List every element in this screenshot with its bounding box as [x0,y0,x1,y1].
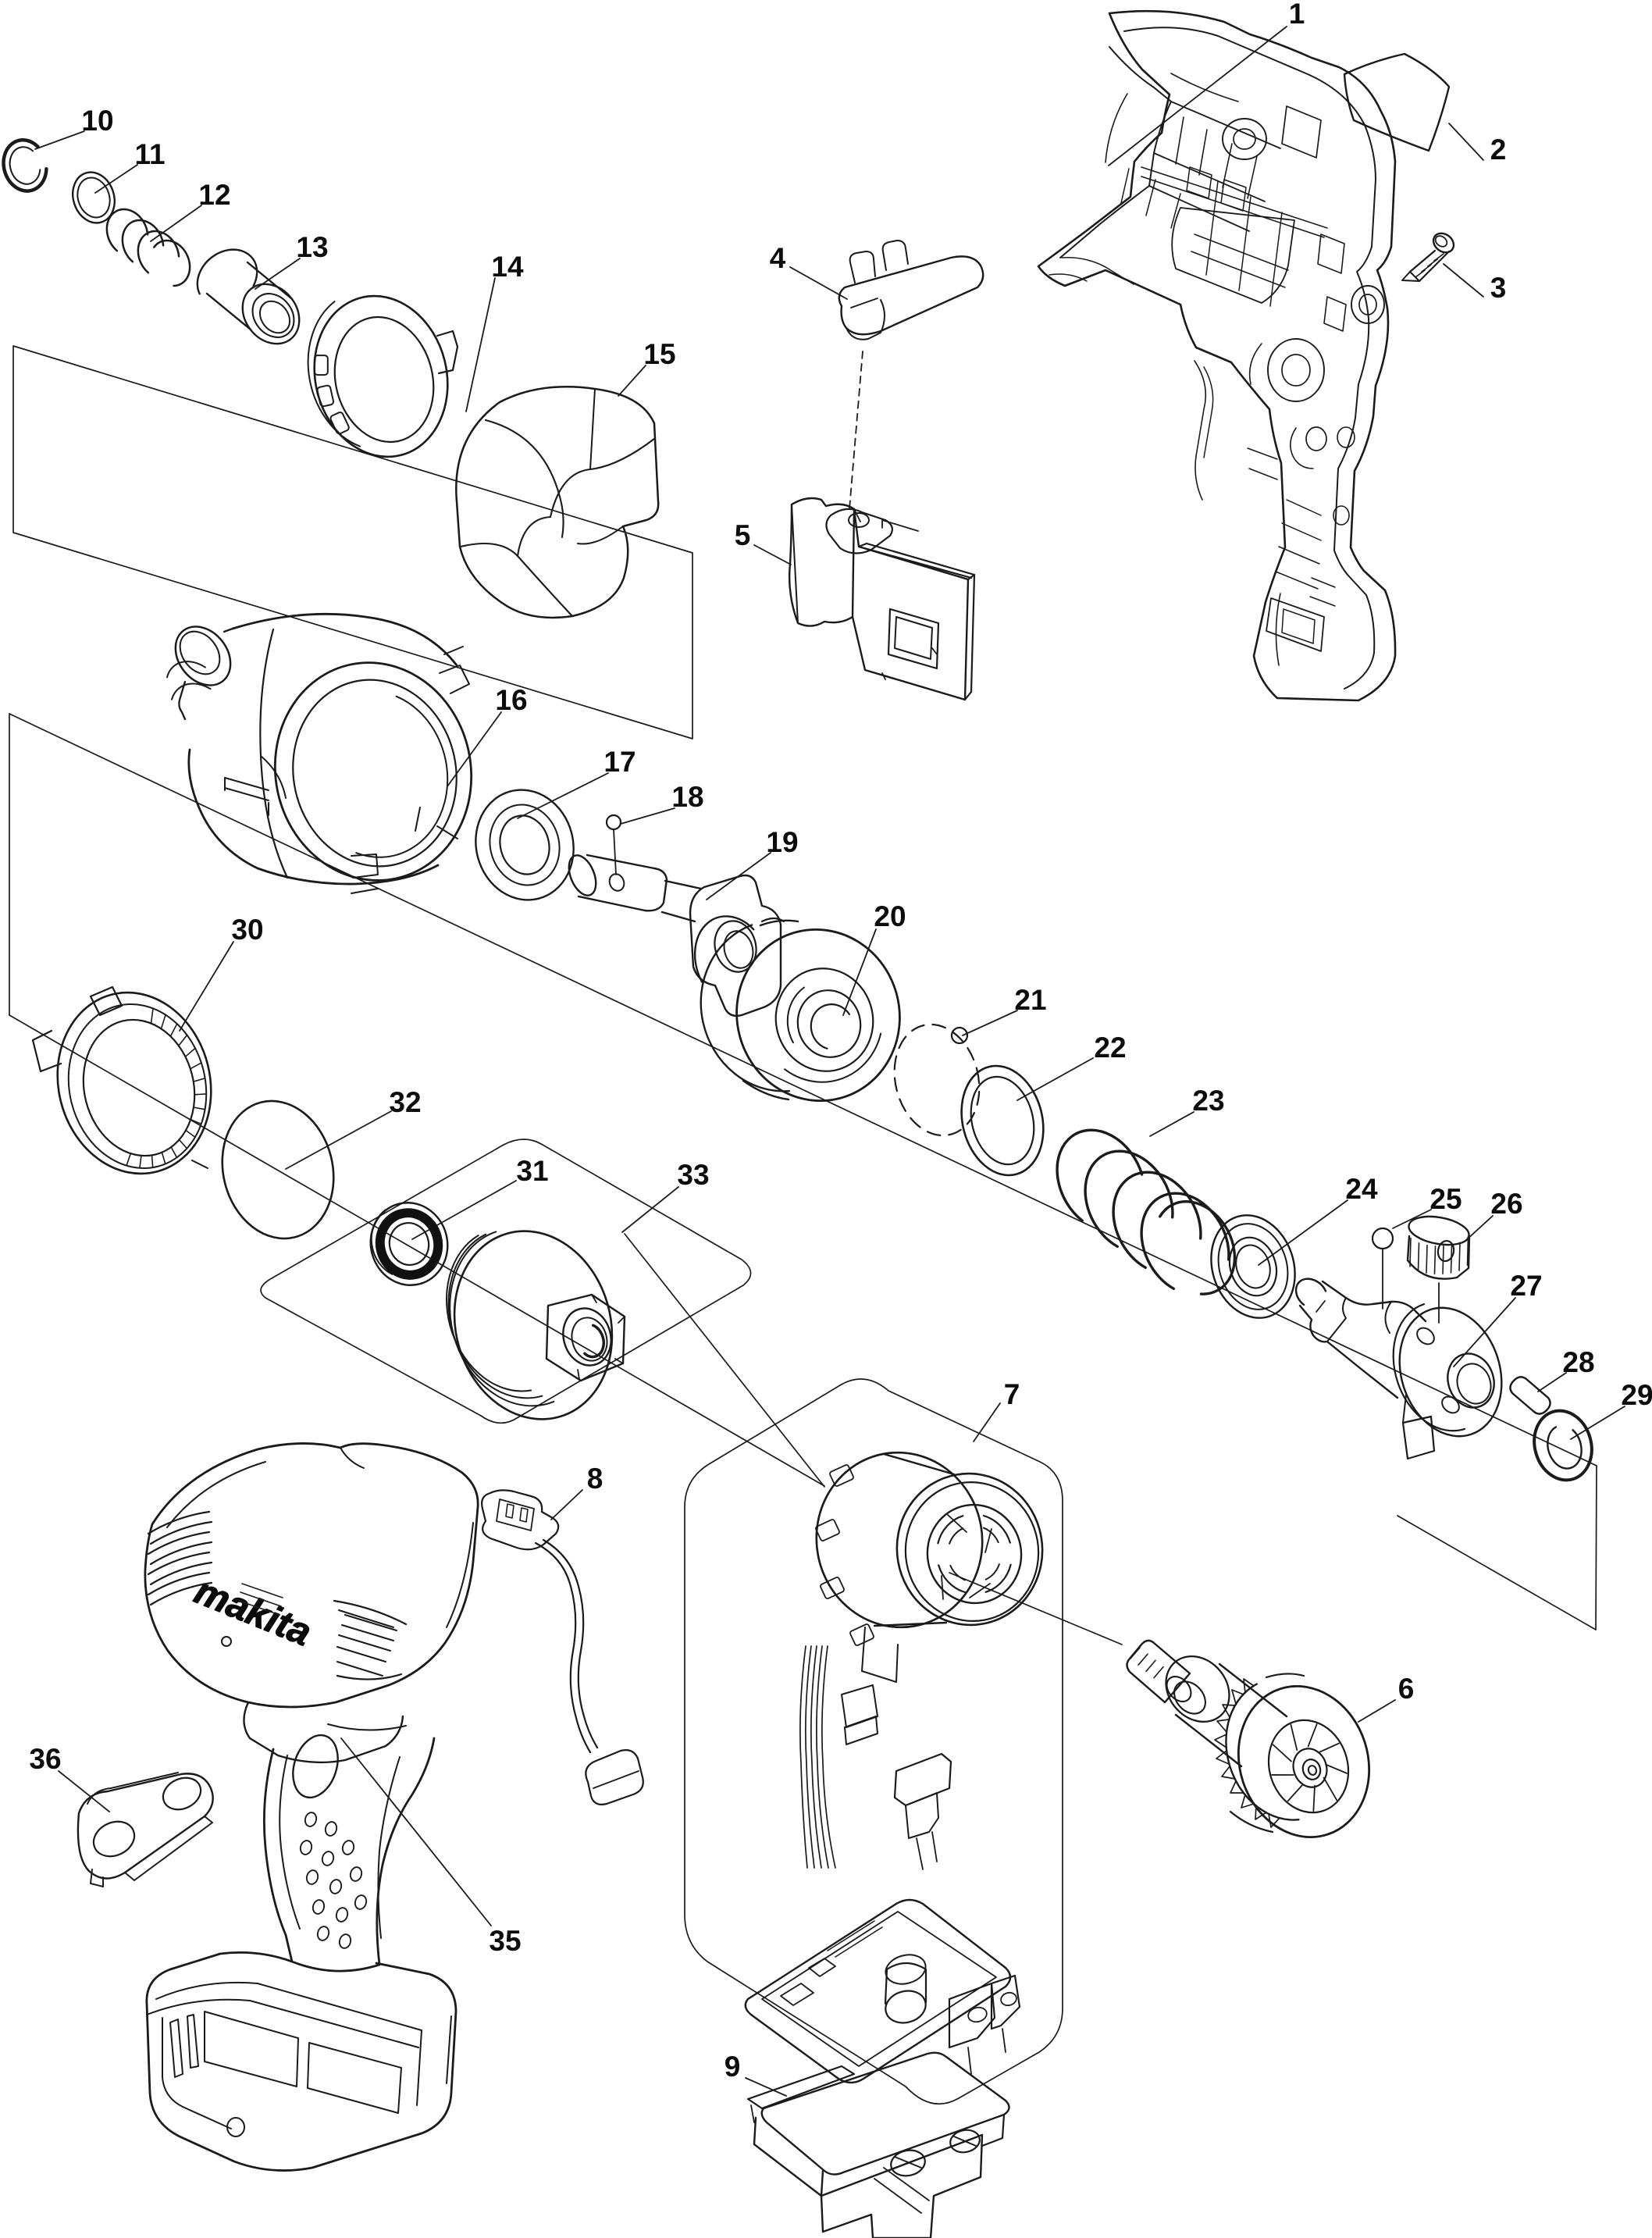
svg-text:4: 4 [770,242,786,274]
svg-text:6: 6 [1398,1673,1415,1705]
svg-text:31: 31 [516,1155,548,1187]
svg-text:1: 1 [1289,0,1305,30]
svg-text:13: 13 [296,231,328,263]
svg-text:14: 14 [491,251,524,283]
svg-text:15: 15 [643,338,675,370]
svg-text:2: 2 [1490,134,1507,166]
svg-text:23: 23 [1192,1085,1224,1117]
svg-text:29: 29 [1621,1379,1652,1411]
svg-text:5: 5 [735,519,751,551]
svg-text:26: 26 [1490,1188,1522,1220]
svg-text:10: 10 [81,105,113,137]
svg-text:27: 27 [1510,1270,1542,1302]
svg-text:12: 12 [198,179,230,211]
svg-text:30: 30 [231,914,263,946]
svg-text:20: 20 [874,900,906,932]
svg-text:18: 18 [671,781,703,813]
svg-text:17: 17 [603,746,636,778]
svg-text:25: 25 [1429,1183,1462,1215]
svg-text:28: 28 [1562,1346,1594,1378]
svg-text:24: 24 [1345,1173,1378,1205]
svg-text:9: 9 [725,2051,741,2083]
svg-text:32: 32 [389,1086,421,1118]
svg-text:16: 16 [495,684,527,716]
svg-text:35: 35 [489,1925,521,1957]
svg-text:22: 22 [1094,1032,1126,1064]
svg-text:8: 8 [587,1463,603,1495]
svg-text:3: 3 [1490,272,1507,304]
svg-text:7: 7 [1004,1378,1020,1410]
svg-text:21: 21 [1014,984,1046,1016]
svg-text:36: 36 [29,1743,61,1775]
svg-text:33: 33 [677,1159,709,1191]
svg-text:11: 11 [134,138,165,170]
svg-text:19: 19 [766,826,798,858]
